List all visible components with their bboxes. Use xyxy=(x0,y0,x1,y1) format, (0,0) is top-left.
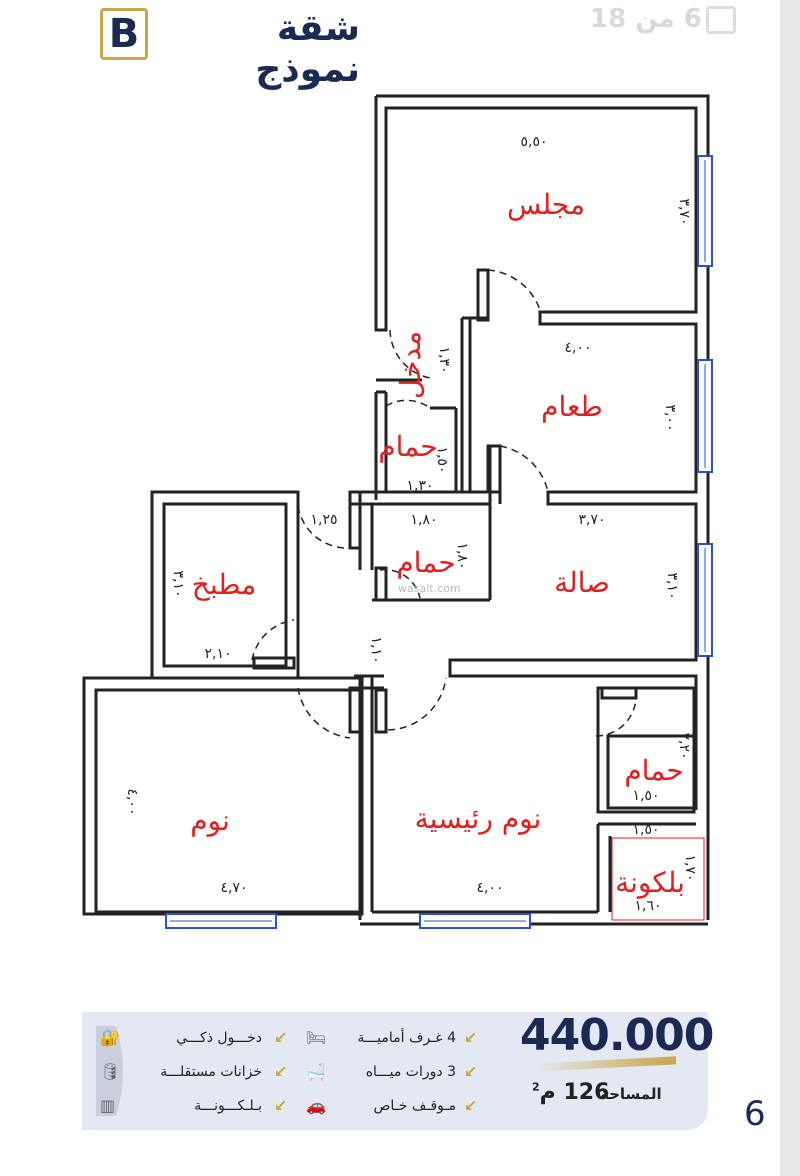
room-label-entrance: مدخل xyxy=(394,331,427,399)
dim-bath-1-width: ١,٣٠ xyxy=(406,478,433,494)
smart-lock-icon: 🔐 xyxy=(100,1028,120,1047)
dim-bedroom-width: ٤,٧٠ xyxy=(220,880,247,896)
room-label-bath-3: حمام xyxy=(624,754,683,787)
room-label-bath-1: حمام xyxy=(378,430,437,463)
arrow-icon: ↙ xyxy=(464,1096,478,1115)
bed-icon: 🛏 xyxy=(306,1028,327,1047)
feature-parking: مـوقـف خـاص xyxy=(373,1098,456,1114)
dim-bath-2-height: ١,٨٠ xyxy=(454,542,470,569)
watermark: wasalt.com xyxy=(398,582,461,595)
arrow-icon: ↙ xyxy=(464,1028,478,1047)
room-label-hall: صالة xyxy=(554,566,610,599)
dim-kitchen-width: ٢,١٠ xyxy=(204,646,231,662)
area-number: 126 xyxy=(563,1080,610,1105)
page-number: 6 xyxy=(744,1094,766,1134)
car-icon: 🚗 xyxy=(306,1096,326,1115)
area-value: 126 م2 xyxy=(532,1080,609,1105)
room-label-kitchen: مطبخ xyxy=(192,568,257,601)
model-badge: B xyxy=(100,8,148,60)
dim-bath-2-width: ١,٨٠ xyxy=(410,512,437,528)
arrow-icon: ↙ xyxy=(274,1096,288,1115)
dim-balcony-width: ١,٦٠ xyxy=(634,898,661,914)
arrow-icon: ↙ xyxy=(464,1062,478,1081)
floor-plan-page xyxy=(0,0,780,1176)
dim-kitchen-height: ٣,١٠ xyxy=(170,570,186,597)
dim-corridor-length: ١,١٠ xyxy=(368,636,384,663)
floor-plan: مجلس مدخل طعام حمام حمام صالة مطبخ نوم ن… xyxy=(82,94,713,929)
dim-dining-height: ٣,٠٠ xyxy=(662,404,678,431)
dim-dining-width: ٤,٠٠ xyxy=(564,340,591,356)
room-label-bath-2: حمام xyxy=(396,546,455,579)
dim-master-width: ٤,٠٠ xyxy=(476,880,503,896)
area-label: المساحة xyxy=(600,1085,662,1103)
arrow-icon: ↙ xyxy=(274,1028,288,1047)
room-label-bedroom: نوم xyxy=(190,804,230,837)
balcony-icon: ▥ xyxy=(100,1096,116,1115)
feature-balcony: بـلـكـــونـــة xyxy=(194,1098,262,1114)
pager-label[interactable]: 6 من 18 xyxy=(590,4,702,34)
dim-hall-width: ٣,٧٠ xyxy=(578,512,605,528)
info-panel xyxy=(82,1012,708,1130)
bathtub-icon: 🛁 xyxy=(306,1062,326,1081)
brand-logo-icon xyxy=(96,1026,123,1116)
dim-entrance: ١,٣٠ xyxy=(436,346,452,373)
dim-majlis-height: ٣,٧٠ xyxy=(676,198,692,225)
dim-bath-3-height: ٢,٢٠ xyxy=(676,732,692,759)
water-tank-icon: 🛢 xyxy=(100,1062,121,1081)
price-value: 440.000 xyxy=(520,1010,714,1061)
area-unit-sup: 2 xyxy=(532,1080,540,1094)
dim-balcony-height: ١,٧٠ xyxy=(682,854,698,881)
gallery-icon[interactable] xyxy=(706,6,736,34)
room-label-dining: طعام xyxy=(541,390,603,423)
room-label-majlis: مجلس xyxy=(507,188,585,221)
dim-majlis-width: ٥,٥٠ xyxy=(520,134,547,150)
dim-bath-1-height: ١,٥٠ xyxy=(434,446,450,473)
feature-smart-entry: دخـــول ذكـــي xyxy=(176,1030,262,1046)
dim-bath-3-width: ١,٥٠ xyxy=(632,788,659,804)
dim-balcony-top: ١,٥٠ xyxy=(632,822,659,838)
dim-hall-height: ٣,١٠ xyxy=(664,572,680,599)
feature-front-rooms: 4 غـرف أماميـــة xyxy=(357,1030,456,1046)
feature-bathrooms: 3 دورات ميـــاه xyxy=(365,1064,456,1080)
area-unit: م xyxy=(539,1080,556,1105)
side-strip xyxy=(780,0,800,1176)
room-label-master-bedroom: نوم رئيسية xyxy=(415,802,542,835)
arrow-icon: ↙ xyxy=(274,1062,288,1081)
feature-independent-tanks: خزانات مستقلـــة xyxy=(160,1064,262,1080)
dim-bedroom-height: ٤,٠٠ xyxy=(124,788,140,815)
dim-corridor-width: ١,٢٥ xyxy=(310,512,337,528)
page-title: شقة نموذج xyxy=(255,8,360,90)
room-label-balcony: بلكونة xyxy=(615,866,685,899)
